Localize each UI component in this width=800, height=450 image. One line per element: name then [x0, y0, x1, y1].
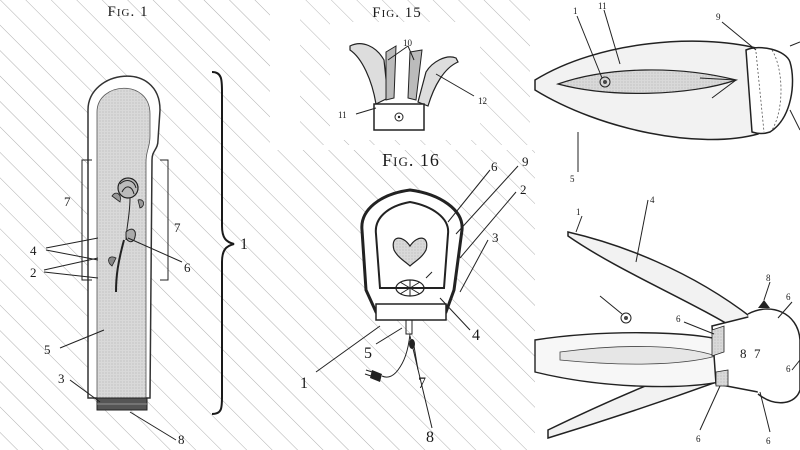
- detail-bottom-label-4: 4: [650, 195, 655, 205]
- fig16-label-2: 2: [520, 182, 527, 197]
- figure-15-title: Fig. 15: [372, 5, 421, 21]
- bracket-7-left: [81, 159, 92, 281]
- detail-bottom-label-6-right: 6: [786, 364, 791, 374]
- label-4: 4: [30, 243, 37, 258]
- label-6: 6: [184, 260, 191, 275]
- fig16-cord: [381, 333, 411, 378]
- detail-bottom-label-6-left: 6: [676, 314, 681, 324]
- detail-top-right: 1 11 9 5: [534, 0, 800, 190]
- figure-1: Fig. 1 7 7 1: [0, 0, 270, 450]
- fig16-heart: [392, 237, 428, 267]
- fig16-leader-lines: [315, 165, 519, 429]
- rose-decoration: [108, 177, 144, 293]
- detail-top-label-9: 9: [716, 12, 721, 22]
- brace-1: [211, 71, 235, 415]
- fig16-label-1: 1: [300, 375, 308, 392]
- label-2: 2: [30, 265, 37, 280]
- detail-bottom-label-6-bottom: 6: [696, 434, 701, 444]
- detail-bottom-label-8-top: 8: [766, 273, 771, 283]
- detail-top-label-11: 11: [598, 1, 607, 11]
- fig15-left-wing: [349, 43, 389, 105]
- fig15-label-10: 10: [403, 38, 413, 48]
- label-7-left: 7: [64, 194, 71, 209]
- fig1-leader-lines: [43, 237, 183, 441]
- detail-bottom-label-1-top: 1: [576, 207, 581, 217]
- fig16-label-4: 4: [472, 327, 480, 344]
- figure-16: Fig. 16 6: [270, 150, 535, 450]
- detail-top-label-1: 1: [573, 6, 578, 16]
- fig16-plug: [370, 370, 382, 382]
- fig16-label-3: 3: [492, 230, 499, 245]
- fig16-label-5: 5: [364, 345, 372, 362]
- detail-bottom-right: 1 4 8 6 6 8 7 6 6 6: [534, 195, 800, 450]
- figure-1-title: Fig. 1: [108, 4, 149, 20]
- fig15-label-11: 11: [338, 110, 347, 120]
- detail-bottom-label-6-bottom-right: 6: [766, 436, 771, 446]
- bracket-7-right: [160, 159, 169, 281]
- detail-bottom-label-8-mid: 8: [740, 346, 747, 361]
- label-8: 8: [178, 432, 185, 447]
- label-7-right: 7: [174, 220, 181, 235]
- detail-bottom-label-7: 7: [754, 346, 761, 361]
- detail-top-label-5: 5: [570, 174, 575, 184]
- figure-16-title: Fig. 16: [382, 150, 440, 170]
- fig16-label-9: 9: [522, 154, 529, 169]
- detail-bottom-label-6-topright: 6: [786, 292, 791, 302]
- fig16-label-8: 8: [426, 429, 434, 446]
- fig16-label-6: 6: [491, 159, 498, 174]
- label-1: 1: [240, 236, 248, 253]
- figure-15: Fig. 15 10 11 12: [300, 0, 530, 145]
- fig16-fan: [395, 271, 433, 297]
- label-3: 3: [58, 371, 65, 386]
- fig16-label-7: 7: [418, 375, 426, 392]
- label-5: 5: [44, 342, 51, 357]
- fig15-label-12: 12: [478, 96, 487, 106]
